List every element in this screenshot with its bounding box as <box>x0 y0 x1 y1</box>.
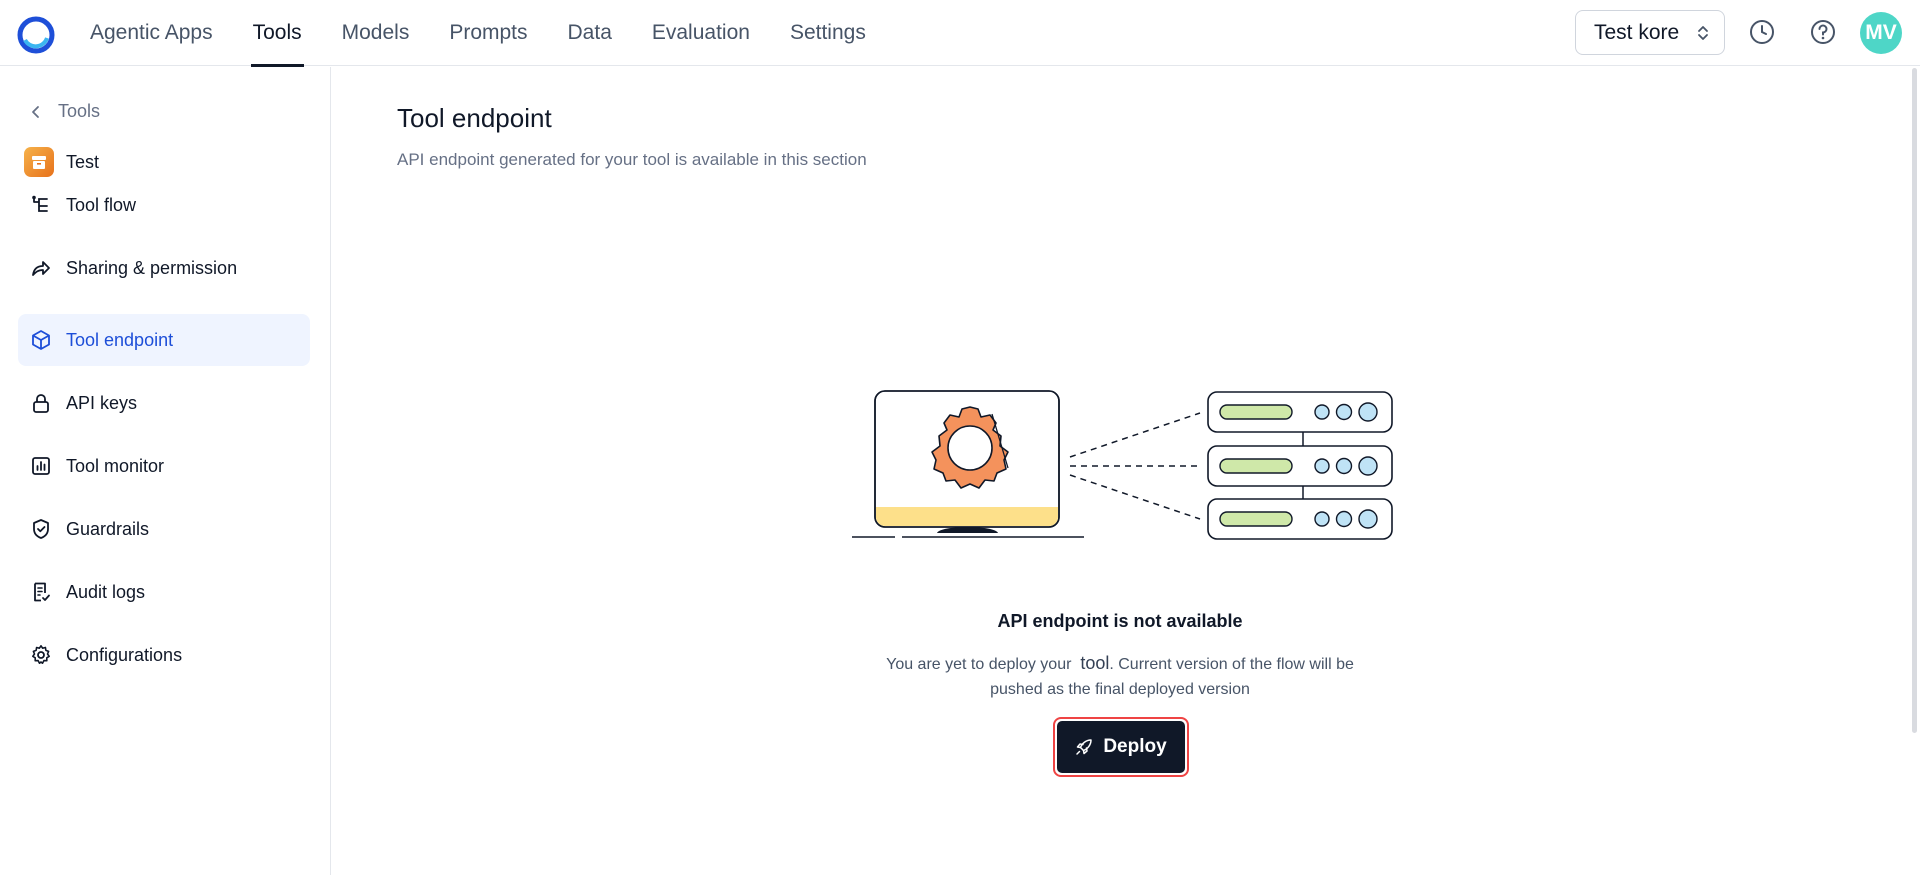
chevron-left-icon <box>32 105 39 118</box>
sidebar-item-audit-logs[interactable]: Audit logs <box>18 566 310 618</box>
deploy-label: Deploy <box>1103 736 1167 757</box>
page-subtitle: API endpoint generated for your tool is … <box>397 150 867 169</box>
top-nav-bar: Agentic Apps Tools Models Prompts Data E… <box>0 0 1920 67</box>
sidebar-item-label: API keys <box>66 392 138 413</box>
back-to-tools-link[interactable]: Tools <box>28 101 100 122</box>
sidebar-item-api-keys[interactable]: API keys <box>18 377 310 429</box>
tool-header: Test <box>24 147 99 177</box>
history-icon[interactable] <box>1747 17 1777 47</box>
account-label: Test kore <box>1594 20 1680 44</box>
sidebar-item-sharing-permission[interactable]: Sharing & permission <box>18 242 310 294</box>
deploy-button-focus-ring: Deploy <box>1053 717 1189 777</box>
log-icon <box>34 582 50 602</box>
gear-icon <box>31 645 50 664</box>
main-nav: Agentic Apps Tools Models Prompts Data E… <box>70 0 886 67</box>
tool-badge-icon <box>24 147 54 177</box>
flow-icon <box>32 195 48 212</box>
lock-icon <box>33 394 49 413</box>
sidebar-item-label: Tool flow <box>66 194 137 215</box>
sidebar-item-label: Sharing & permission <box>66 257 238 278</box>
help-icon[interactable] <box>1808 17 1838 47</box>
back-label: Tools <box>58 101 101 121</box>
sidebar-item-tool-endpoint[interactable]: Tool endpoint <box>18 314 310 366</box>
shield-icon <box>33 519 49 539</box>
sidebar-item-tool-monitor[interactable]: Tool monitor <box>18 440 310 492</box>
logo-icon[interactable] <box>17 16 55 54</box>
tool-name: Test <box>66 151 100 172</box>
tab-data[interactable]: Data <box>567 21 612 44</box>
rocket-icon <box>1076 739 1093 755</box>
chart-icon <box>32 457 50 475</box>
tab-agentic-apps[interactable]: Agentic Apps <box>90 21 213 44</box>
empty-state-title: API endpoint is not available <box>997 611 1243 631</box>
sidebar-item-label: Guardrails <box>66 518 150 539</box>
empty-text-end: . Current version of the flow will be pu… <box>990 656 1354 698</box>
chevron-up-down-icon <box>1698 26 1708 40</box>
sidebar-item-tool-flow[interactable]: Tool flow <box>18 179 310 231</box>
tab-prompts[interactable]: Prompts <box>449 21 528 44</box>
user-avatar[interactable]: MV <box>1860 12 1902 54</box>
sidebar-item-label: Tool monitor <box>66 455 165 476</box>
empty-text-highlight: tool <box>1080 653 1110 673</box>
empty-text-start: You are yet to deploy your <box>886 656 1072 673</box>
main-scrollbar[interactable] <box>1912 68 1917 733</box>
endpoint-illustration <box>852 390 1393 540</box>
sidebar-item-label: Configurations <box>66 644 183 665</box>
sidebar: Tools Test Tool flow Sharing & permissio… <box>0 67 331 875</box>
tab-models[interactable]: Models <box>341 21 410 44</box>
tab-tools[interactable]: Tools <box>233 0 322 67</box>
share-icon <box>32 261 50 276</box>
sidebar-item-guardrails[interactable]: Guardrails <box>18 503 310 555</box>
account-switcher[interactable]: Test kore <box>1575 10 1725 55</box>
archive-icon <box>32 156 46 169</box>
empty-state-description: You are yet to deploy your tool. Current… <box>860 651 1380 702</box>
deploy-button[interactable]: Deploy <box>1057 721 1185 773</box>
tab-evaluation[interactable]: Evaluation <box>651 21 750 44</box>
page-title: Tool endpoint <box>397 103 552 133</box>
sidebar-item-configurations[interactable]: Configurations <box>18 629 310 681</box>
sidebar-item-label: Tool endpoint <box>66 329 174 350</box>
tab-settings[interactable]: Settings <box>789 21 866 44</box>
cube-icon <box>32 330 50 350</box>
sidebar-item-label: Audit logs <box>66 581 146 602</box>
